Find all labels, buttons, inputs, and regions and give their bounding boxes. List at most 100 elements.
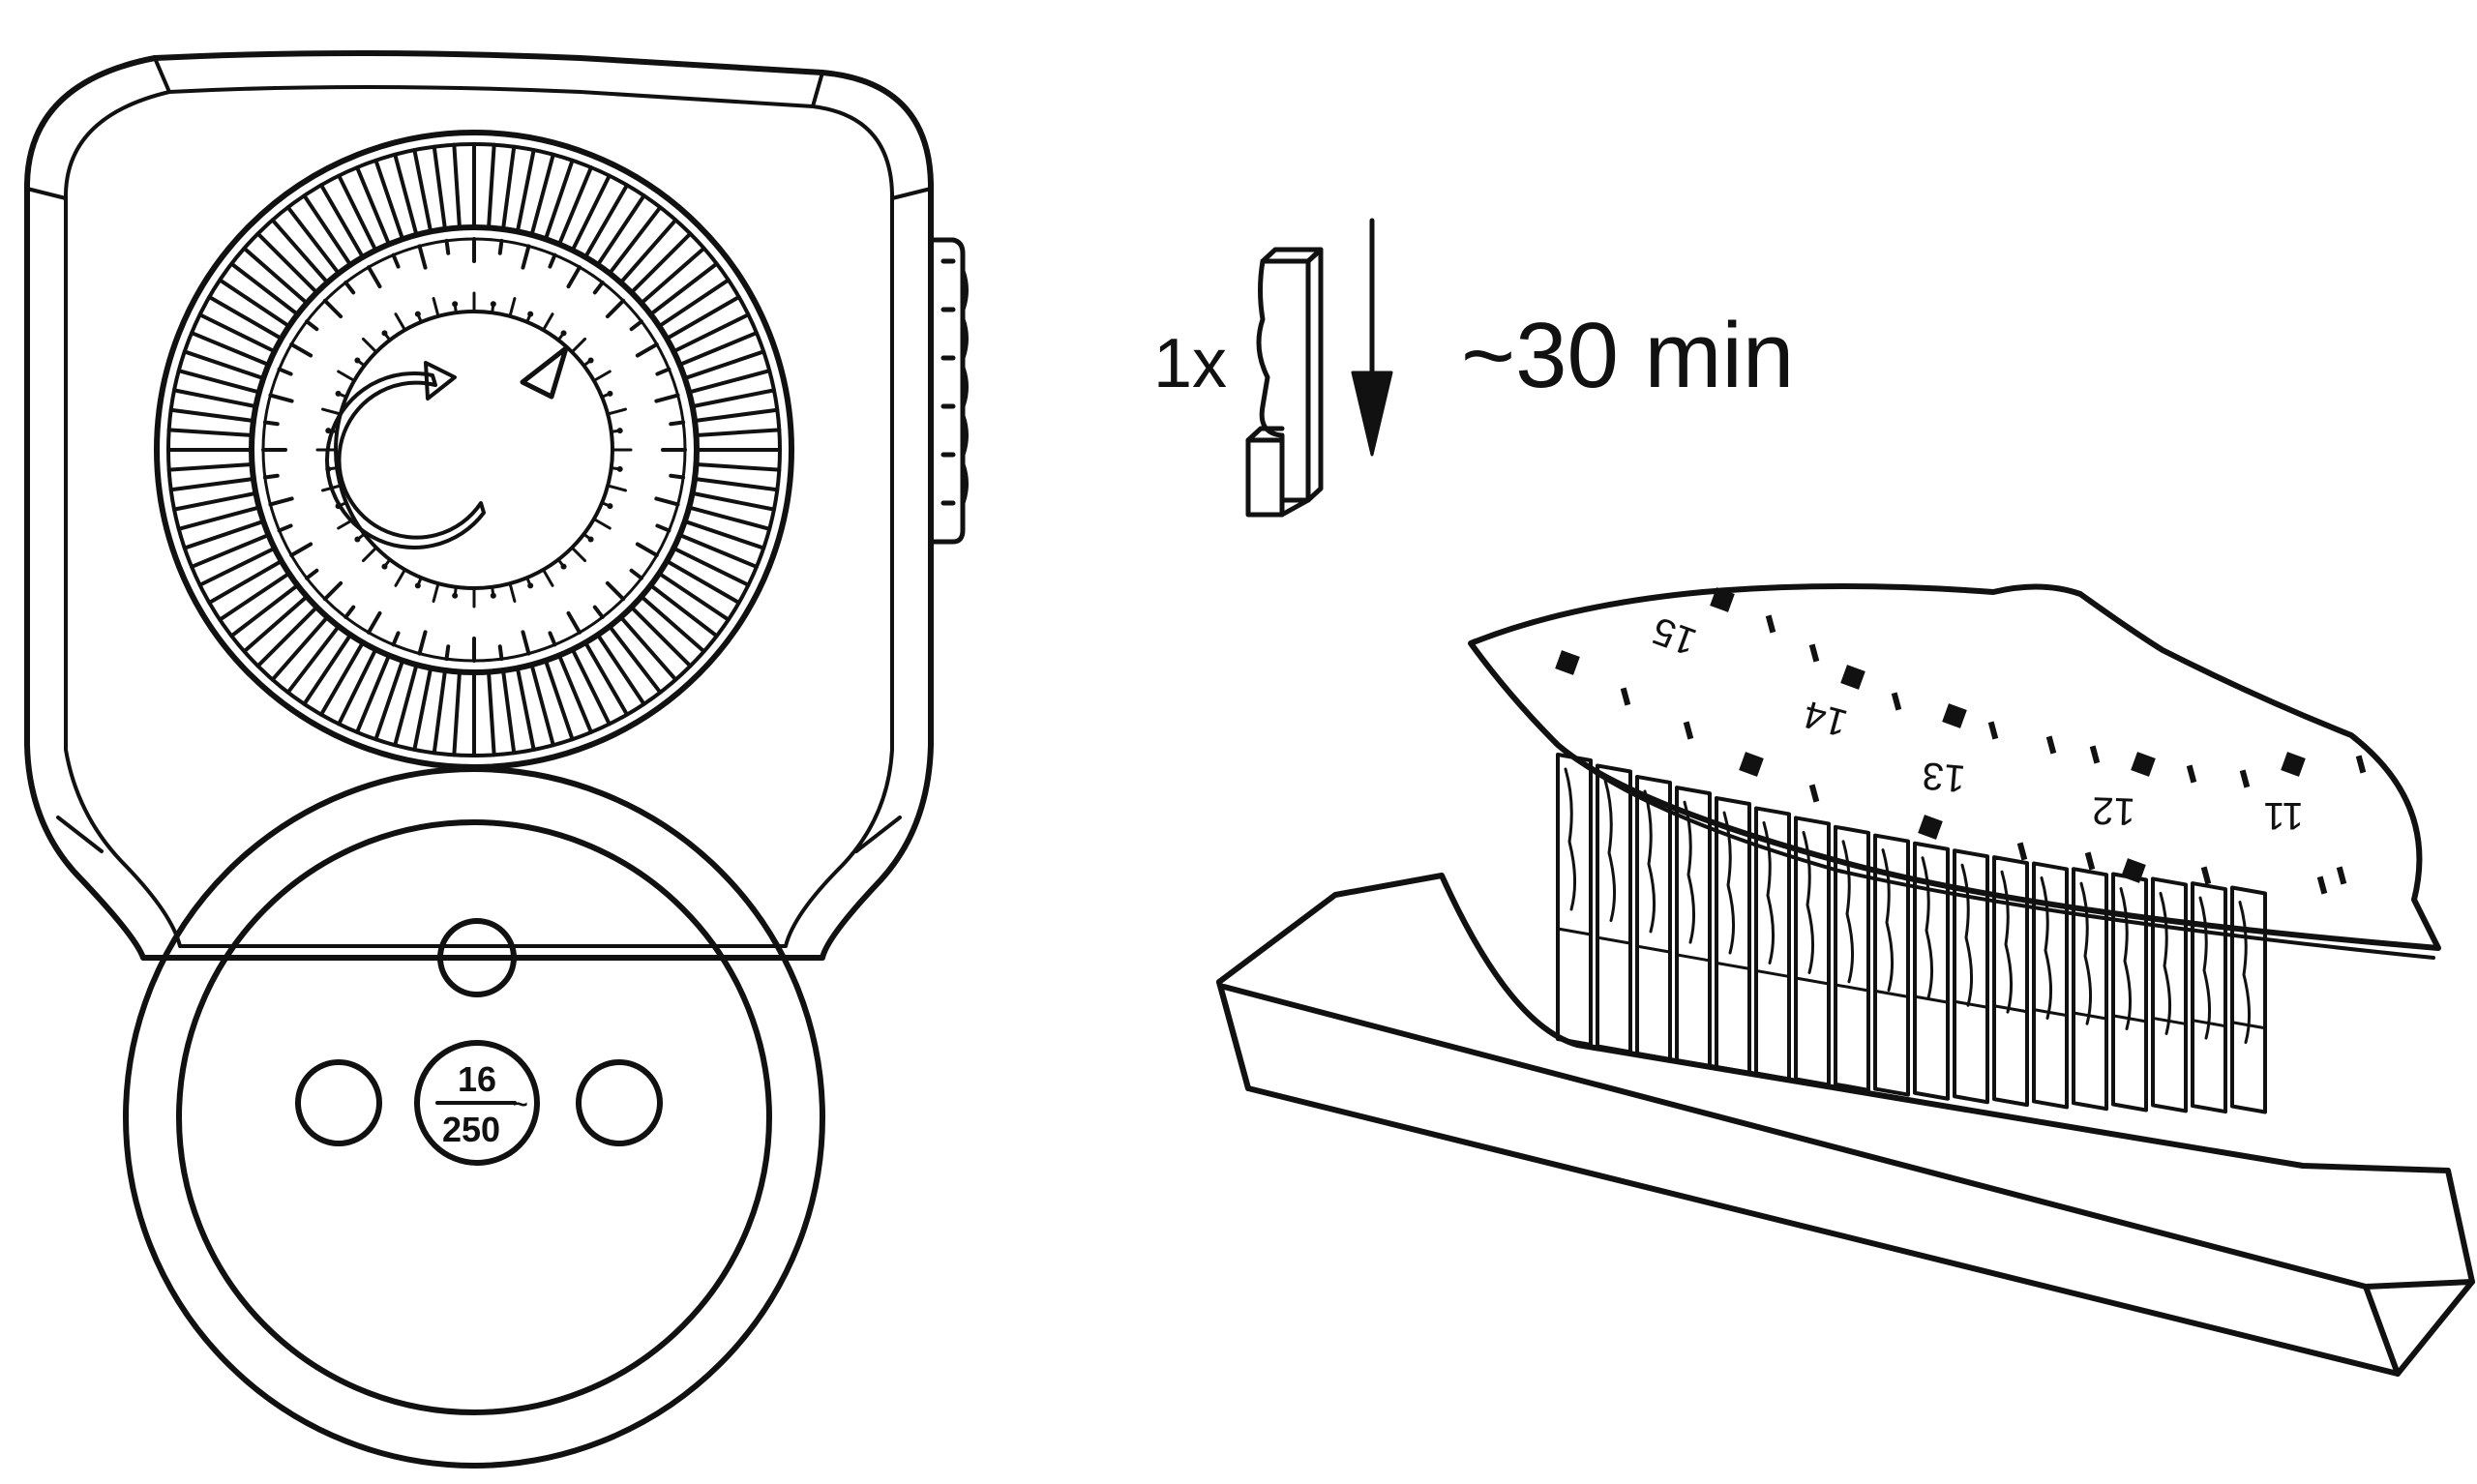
rim-dash: [1765, 614, 1776, 634]
pin-step: [1953, 999, 1989, 1009]
pin-groove: [2079, 881, 2093, 1025]
segment-divider: [355, 165, 391, 245]
hour-dot: [452, 592, 459, 599]
segment-divider: [516, 148, 536, 232]
segment-divider: [571, 649, 612, 727]
pin-groove: [1683, 800, 1696, 944]
dial-tick: [262, 473, 280, 480]
pin-groove: [2238, 901, 2252, 1045]
segment-divider: [684, 519, 766, 550]
pin-groove: [1564, 767, 1577, 911]
dial-tick: [592, 281, 605, 295]
pin-step: [2032, 1008, 2069, 1018]
segment-divider: [641, 246, 706, 305]
dial-tick: [655, 367, 671, 376]
dial-tick: [592, 605, 605, 619]
dial-tick: [635, 342, 659, 358]
pin-groove: [2198, 896, 2212, 1040]
segment-divider: [176, 506, 259, 531]
dial-tick: [367, 610, 382, 635]
side-grip: [928, 237, 969, 545]
segment-divider: [650, 584, 719, 638]
segment-divider: [530, 152, 555, 235]
hour-dot: [354, 536, 361, 543]
segment-divider: [270, 218, 329, 283]
segment-divider: [255, 607, 317, 668]
dial-tick: [654, 496, 680, 507]
switching-pin: [1794, 816, 1831, 1087]
socket-face: [123, 766, 825, 1469]
rim-dash: [2045, 735, 2057, 755]
dial-tick: [417, 630, 428, 656]
dial-tick: [605, 580, 626, 602]
segment-divider: [373, 158, 404, 240]
segment-divider: [319, 183, 364, 258]
dial-tick: [655, 523, 671, 533]
pin-groove: [1603, 779, 1617, 923]
rim-dash: [1891, 692, 1902, 711]
rating-badge: [414, 1040, 540, 1166]
rim-square: [2131, 752, 2156, 777]
hour-dot: [616, 428, 623, 434]
earth-pin-hole: [437, 918, 517, 997]
pin-step: [1794, 976, 1831, 986]
dial-tick: [605, 298, 626, 319]
hour-dot: [490, 301, 496, 308]
hour-tick: [606, 484, 627, 492]
segment-divider: [696, 462, 782, 472]
segment-divider: [270, 616, 329, 682]
pin-quantity-label: 1x: [1153, 325, 1227, 402]
hour-tick: [361, 337, 378, 354]
hour-dot: [354, 357, 361, 364]
dial-tick: [669, 420, 686, 427]
segment-divider: [658, 278, 731, 328]
hour-dot: [607, 390, 613, 397]
hour-tick: [321, 407, 343, 416]
segment-divider: [619, 616, 678, 682]
segment-divider: [182, 519, 264, 550]
pin-step: [1873, 989, 1910, 998]
segment-divider: [393, 152, 418, 235]
segment-divider: [689, 506, 772, 531]
rim-dash: [2016, 842, 2028, 861]
dial-tick: [566, 265, 582, 289]
socket-hole-right: [576, 1059, 663, 1146]
segment-divider: [692, 491, 776, 512]
hour-tick: [542, 568, 554, 587]
rim-square: [1840, 665, 1865, 690]
switching-segments[interactable]: [166, 142, 782, 757]
segment-divider: [176, 369, 259, 394]
segment-divider: [207, 295, 283, 340]
timer-dial[interactable]: [154, 130, 794, 770]
dial-tick: [497, 644, 504, 662]
pin-step: [1596, 935, 1632, 945]
hour-label: 15: [1647, 608, 1702, 664]
segment-divider: [393, 665, 418, 748]
switching-pin: [1715, 796, 1751, 1076]
segment-divider: [673, 312, 751, 353]
pin-step: [2230, 1021, 2267, 1030]
hour-dot: [616, 465, 623, 472]
dial-tick: [669, 473, 686, 480]
pin-step: [2072, 1011, 2108, 1021]
segment-divider: [584, 183, 629, 258]
pin-step: [1635, 944, 1672, 954]
segment-divider: [242, 595, 308, 654]
rim-markings: [1555, 587, 2367, 895]
segment-divider: [673, 547, 751, 587]
segment-divider: [229, 584, 298, 638]
dial-tick: [289, 342, 313, 358]
segment-divider: [516, 668, 536, 752]
segment-divider: [412, 148, 433, 232]
hour-tick: [508, 581, 517, 603]
rim-square: [2121, 858, 2146, 883]
pin-groove: [1722, 811, 1736, 955]
hour-tick: [592, 370, 612, 382]
dial-tick: [417, 244, 428, 270]
rim-dash: [2355, 755, 2367, 774]
pin-step: [1834, 983, 1870, 993]
hour-label: 14: [1799, 693, 1851, 745]
hour-tick: [394, 312, 406, 332]
